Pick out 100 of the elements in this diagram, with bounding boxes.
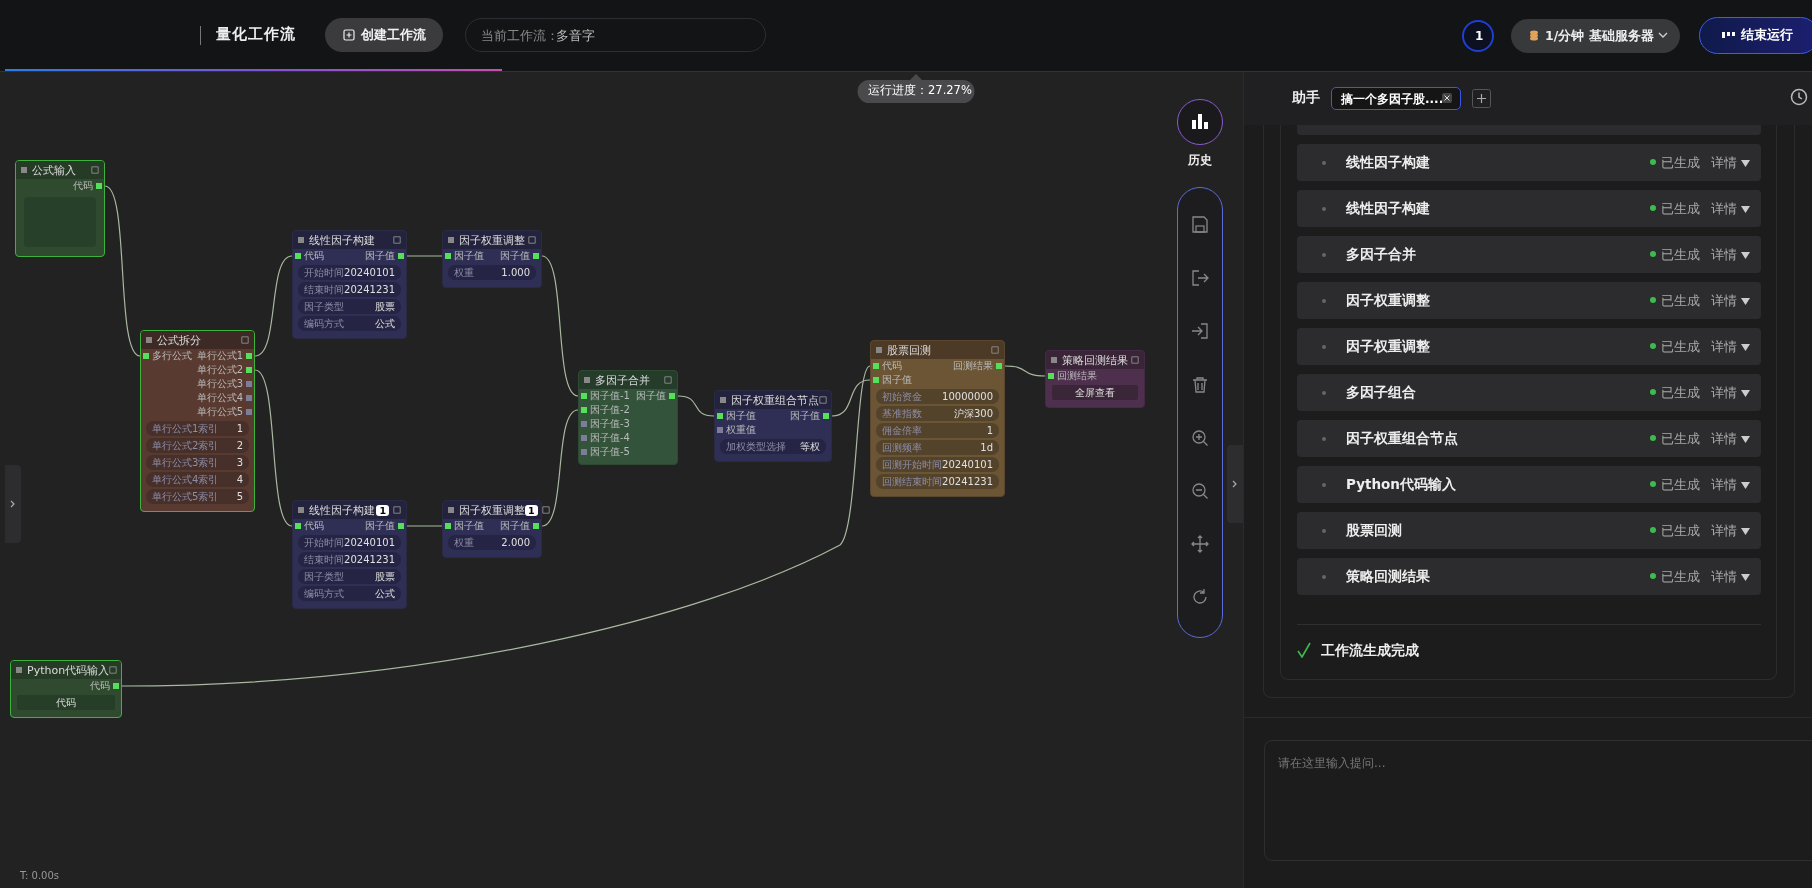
port-label: 因子值-3 [590,417,630,431]
task-title: 股票回测 [1346,522,1402,540]
field-label: 单行公式5索引 [152,489,219,504]
task-title: 线性因子构建 [1346,200,1430,218]
details-toggle: 详情 [1711,522,1750,540]
field-label: 编码方式 [304,316,344,331]
port-label: 因子值 [454,249,484,263]
port-label: 因子值 [500,519,530,533]
field-value: 4 [236,474,243,485]
field-value: 沪深300 [953,406,993,421]
workflow-node [714,390,832,462]
field-value: 3 [236,457,243,468]
server-label: 基础服务器 [1589,28,1654,45]
port-label: 回测结果 [1057,369,1097,383]
field-value: 多音字 [556,28,595,45]
node-title: 公式拆分 [157,332,201,348]
connector-line [1004,365,1046,377]
node-title: 多因子合并 [595,372,650,388]
workflow-node [292,230,407,339]
port-label: 因子值 [454,519,484,533]
task-title: 多因子合并 [1346,246,1416,264]
port-label: 因子值 [500,249,530,263]
status-label: 已生成 [1661,292,1700,310]
status-label: 已生成 [1661,522,1700,540]
field-value: 10000000 [942,391,993,402]
port-label: 权重值 [726,423,756,437]
port-label: 因子值-1 [590,389,630,403]
port-label: 代码 [304,249,324,263]
field-value: 公式 [375,316,395,331]
port-label: 单行公式5 [196,405,243,419]
field-label: 编码方式 [304,586,344,601]
port-label: 单行公式2 [196,363,243,377]
port-label: 因子值-4 [590,431,630,445]
details-toggle: 详情 [1711,292,1750,310]
field-label: 加权类型选择 [726,439,786,454]
queue-counter: 1 [1475,29,1484,43]
field-label: 初始资金 [882,389,922,404]
field-value: 20240101 [344,537,395,548]
task-title: 因子权重调整 [1346,338,1430,356]
connector-line [406,255,443,257]
details-toggle: 详情 [1711,430,1750,448]
field-label: 单行公式2索引 [152,438,219,453]
connector-line [677,395,715,417]
field-label: 单行公式4索引 [152,472,219,487]
field-label: 结束时间 [304,552,344,567]
details-toggle: 详情 [1711,476,1750,494]
status-label: 已生成 [1661,338,1700,356]
connector-line [541,255,579,397]
field-label: 开始时间 [304,535,344,550]
node-title: 因子权重调整 [459,502,525,518]
task-title: 因子权重调整 [1346,292,1430,310]
node-title: 公式输入 [32,162,76,178]
completion-message: 工作流生成完成 [1321,642,1419,660]
node-title: 因子权重组合节点 [731,392,819,408]
field-value: 5 [236,491,243,502]
field-label: 因子类型 [304,299,344,314]
status-label: 已生成 [1661,430,1700,448]
fullscreen-button: 全屏查看 [1052,385,1138,400]
count-badge: 1 [376,504,389,516]
field-value: 20240101 [942,459,993,470]
connector-line [831,379,871,417]
placeholder-text: 请在这里输入提问... [1278,755,1386,772]
field-value: 2.000 [501,537,530,548]
status-label: 已生成 [1661,200,1700,218]
create-workflow-button: 创建工作流 [325,18,443,52]
count-badge: 1 [525,504,538,516]
field-label: 回测开始时间 [882,457,942,472]
panel-title: 助手 [1292,89,1320,107]
node-title: 策略回测结果 [1062,352,1128,368]
workflow-node [578,370,678,465]
workflow-node [1045,350,1145,408]
port-label: 多行公式 [152,349,192,363]
status-label: 已生成 [1661,568,1700,586]
field-label: 基准指数 [882,406,922,421]
task-title: 线性因子构建 [1346,154,1430,172]
port-label: 因子值-5 [590,445,630,459]
field-label: 单行公式3索引 [152,455,219,470]
port-label: 代码 [304,519,324,533]
workflow-node [442,230,542,288]
port-label: 回测结果 [953,359,993,373]
field-value: 1 [236,423,243,434]
port-label: 因子值 [726,409,756,423]
port-label: 单行公式3 [196,377,243,391]
field-label: 回测结束时间 [882,474,942,489]
field-value: 2 [236,440,243,451]
details-toggle: 详情 [1711,384,1750,402]
port-label: 代码 [90,679,110,693]
node-title: 股票回测 [887,342,931,358]
field-value: 1 [986,425,993,436]
port-label: 因子值 [365,249,395,263]
port-label: 因子值 [636,389,666,403]
field-value: 股票 [375,299,395,314]
tab-title: 搞一个多因子股.... [1341,92,1444,106]
connector-line [541,409,579,527]
task-title: 多因子组合 [1346,384,1416,402]
port-label: 单行公式4 [196,391,243,405]
details-toggle: 详情 [1711,246,1750,264]
connector-line [254,369,293,527]
workflow-node [10,660,122,718]
port-label: 因子值-2 [590,403,630,417]
